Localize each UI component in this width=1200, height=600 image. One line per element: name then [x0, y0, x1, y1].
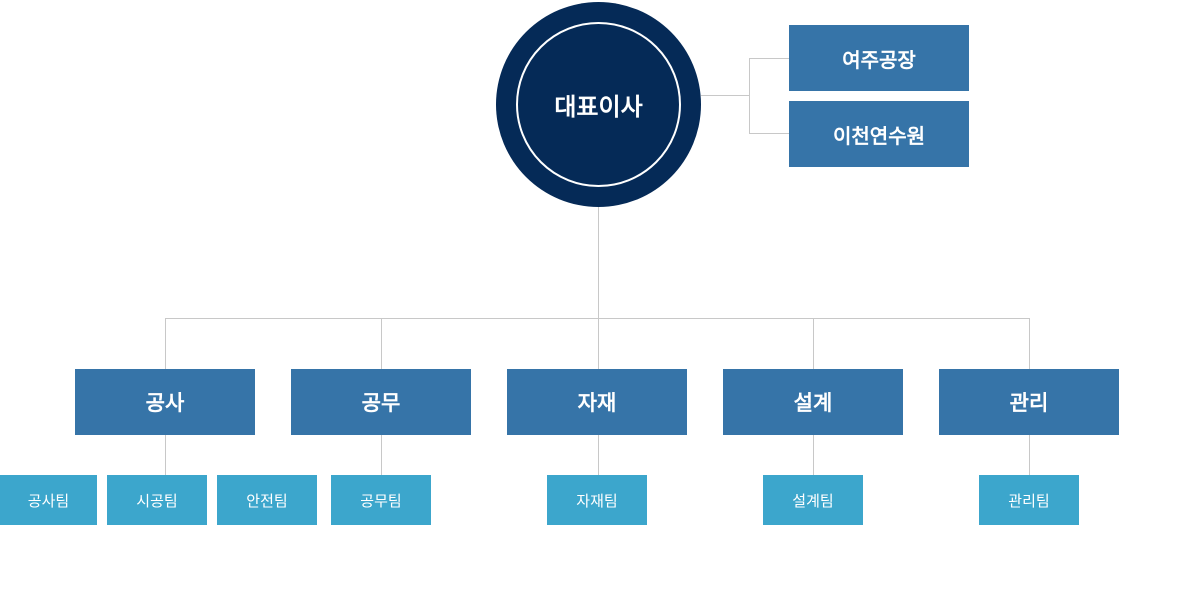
team-materials: 자재팀: [547, 475, 647, 525]
ceo-label: 대표이사: [516, 22, 681, 187]
department-design: 설계: [723, 369, 903, 435]
department-materials: 자재: [507, 369, 687, 435]
department-construction: 공사: [75, 369, 255, 435]
department-management: 관리: [939, 369, 1119, 435]
team-safety: 안전팀: [217, 475, 317, 525]
team-management: 관리팀: [979, 475, 1079, 525]
team-site-construction: 시공팀: [107, 475, 207, 525]
side-unit-icheon-training-center: 이천연수원: [789, 101, 969, 167]
side-unit-yeoju-factory: 여주공장: [789, 25, 969, 91]
team-design: 설계팀: [763, 475, 863, 525]
ceo-node: 대표이사: [496, 2, 701, 207]
team-public-affairs: 공무팀: [331, 475, 431, 525]
team-construction: 공사팀: [0, 475, 97, 525]
department-public-affairs: 공무: [291, 369, 471, 435]
